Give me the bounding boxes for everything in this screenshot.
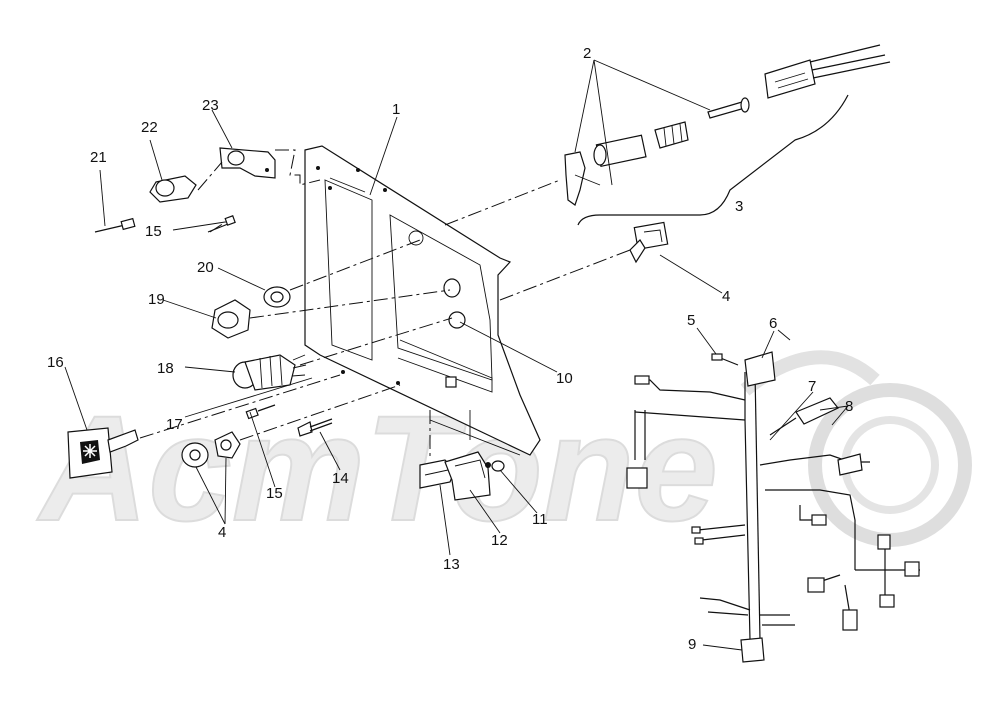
callout-19: 19 (148, 291, 165, 308)
ignition-switch (232, 317, 453, 391)
toggle-switch (499, 221, 669, 301)
callout-21: 21 (90, 149, 107, 166)
callout-15-upper: 15 (145, 223, 162, 240)
callout-16: 16 (47, 354, 64, 371)
callout-2: 2 (583, 45, 591, 62)
callout-5: 5 (687, 312, 695, 329)
callout-12: 12 (491, 532, 508, 549)
callout-20: 20 (197, 259, 214, 276)
callout-8: 8 (845, 398, 853, 415)
dash-panel (304, 145, 541, 456)
watermark-wheel (808, 383, 972, 547)
callout-15-lower: 15 (266, 485, 283, 502)
callout-6: 6 (769, 315, 777, 332)
mounting-bracket (419, 410, 505, 501)
callout-11: 11 (532, 511, 548, 528)
callout-9: 9 (688, 636, 696, 653)
callout-1: 1 (392, 101, 400, 118)
callout-13: 13 (443, 556, 460, 573)
callout-17: 17 (166, 416, 183, 433)
callout-18: 18 (157, 360, 174, 377)
washer-and-nut (211, 239, 451, 339)
callout-4-toggle: 4 (722, 288, 730, 305)
callout-7: 7 (808, 378, 816, 395)
watermark: AcmTone (35, 350, 972, 553)
callout-labels: 1 2 3 4 5 6 7 8 9 10 11 12 13 14 15 15 1… (47, 45, 853, 653)
callout-4-washers: 4 (218, 524, 226, 541)
indicator-light-assembly (94, 147, 321, 233)
wiring-harness (626, 351, 920, 663)
switch-assembly (444, 44, 891, 226)
watermark-text: AcmTone (36, 384, 718, 552)
callout-leaders (64, 59, 849, 651)
callout-14: 14 (332, 470, 349, 487)
callout-3: 3 (735, 198, 743, 215)
callout-23: 23 (202, 97, 219, 114)
key-assembly (67, 374, 401, 479)
callout-22: 22 (141, 119, 158, 136)
callout-10: 10 (556, 370, 573, 387)
